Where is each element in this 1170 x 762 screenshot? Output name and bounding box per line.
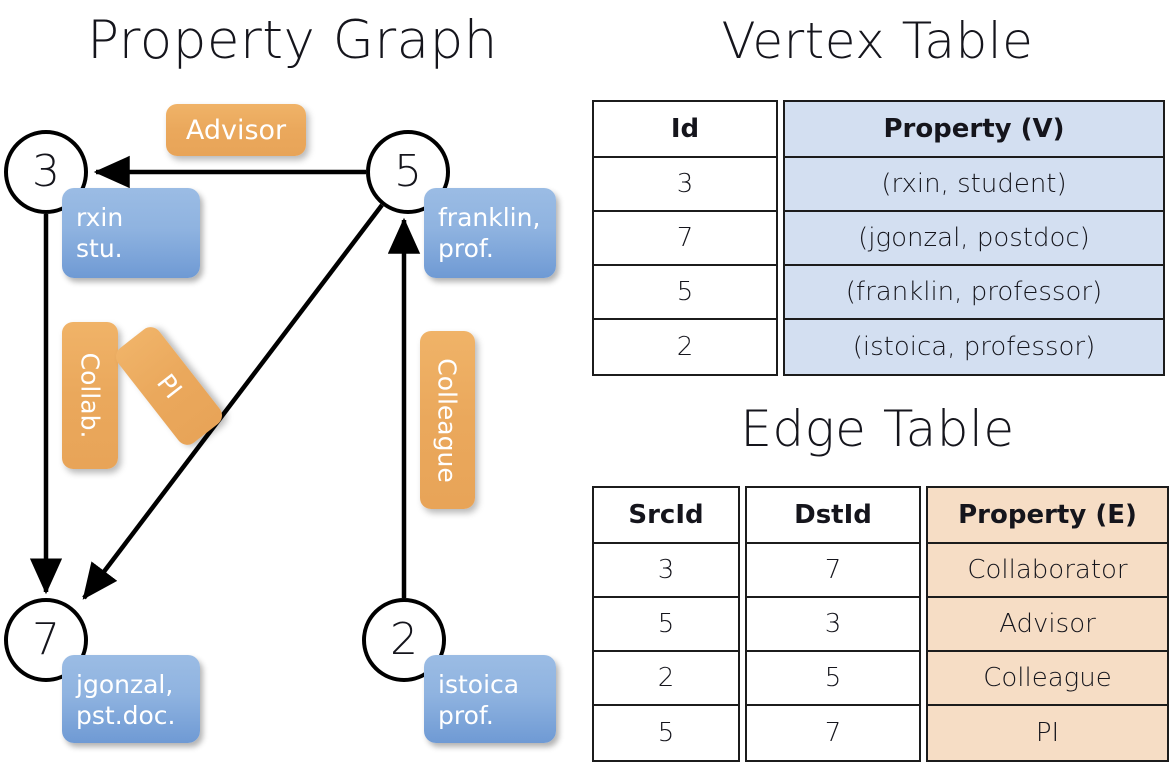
edge-table-column-property: Property (E) Collaborator Advisor Collea… xyxy=(926,486,1169,762)
edge-table-cell-property: Advisor xyxy=(928,598,1167,652)
graph-node-7-label: 7 xyxy=(32,614,60,665)
edge-table-cell-srcid: 3 xyxy=(594,544,738,598)
vertex-table-column-property: Property (V) (rxin, student) (jgonzal, p… xyxy=(783,100,1165,376)
edge-table-cell-property: Collaborator xyxy=(928,544,1167,598)
vertex-table-cell-property: (jgonzal, postdoc) xyxy=(785,212,1163,266)
vertex-table-cell-property: (franklin, professor) xyxy=(785,266,1163,320)
edge-table: SrcId 3 5 2 5 DstId 7 3 5 7 Property (E)… xyxy=(592,486,1169,762)
edge-table-column-dstid: DstId 7 3 5 7 xyxy=(745,486,921,762)
vertex-table-cell-id: 3 xyxy=(594,158,776,212)
node-property-box-istoica: istoica prof. xyxy=(424,655,556,743)
edge-arrow-5-to-7 xyxy=(82,203,384,600)
page-title-property-graph: Property Graph xyxy=(87,10,498,71)
vertex-table-header-property: Property (V) xyxy=(785,102,1163,158)
graph-node-5[interactable]: 5 xyxy=(366,130,450,214)
edge-table-cell-property: Colleague xyxy=(928,652,1167,706)
vertex-table-column-id: Id 3 7 5 2 xyxy=(592,100,778,376)
edge-label-badge-advisor-text: Advisor xyxy=(185,114,287,146)
edge-table-cell-srcid: 2 xyxy=(594,652,738,706)
vertex-table-cell-id: 5 xyxy=(594,266,776,320)
vertex-table: Id 3 7 5 2 Property (V) (rxin, student) … xyxy=(592,100,1165,376)
vertex-table-cell-id: 7 xyxy=(594,212,776,266)
graph-node-5-label: 5 xyxy=(394,146,422,197)
edge-table-cell-dstid: 7 xyxy=(747,544,919,598)
graph-node-3-label: 3 xyxy=(32,146,60,197)
edge-table-cell-property: PI xyxy=(928,706,1167,760)
graph-node-2-label: 2 xyxy=(390,614,418,665)
edge-label-badge-collab: Collab. xyxy=(62,322,118,469)
node-property-box-rxin: rxin stu. xyxy=(62,188,200,278)
edge-table-cell-srcid: 5 xyxy=(657,718,675,748)
edge-table-cell-dstid: 7 xyxy=(824,718,842,748)
edge-label-badge-colleague: Colleague xyxy=(420,331,475,509)
edge-table-header-srcid: SrcId xyxy=(594,488,738,544)
vertex-table-cell-id: 2 xyxy=(676,332,694,362)
page-title-vertex-table: Vertex Table xyxy=(721,12,1034,70)
vertex-table-cell-property: (istoica, professor) xyxy=(785,320,1163,374)
graph-node-2[interactable]: 2 xyxy=(362,598,446,682)
edge-label-badge-collab-text: Collab. xyxy=(75,352,105,439)
vertex-table-cell-property: (rxin, student) xyxy=(785,158,1163,212)
edge-label-badge-pi-text: PI xyxy=(150,368,188,404)
node-property-box-franklin: franklin, prof. xyxy=(424,188,556,278)
edge-table-header-dstid: DstId xyxy=(747,488,919,544)
edge-table-cell-dstid: 5 xyxy=(747,652,919,706)
edge-table-column-srcid: SrcId 3 5 2 5 xyxy=(592,486,740,762)
page-title-edge-table: Edge Table xyxy=(740,400,1015,458)
edge-label-badge-advisor: Advisor xyxy=(166,104,306,156)
edge-table-cell-srcid: 5 xyxy=(594,598,738,652)
graph-edge-arrows xyxy=(29,155,421,600)
property-graph-diagram: 3 5 7 2 rxin stu. franklin, prof. jgonza… xyxy=(0,0,585,760)
node-property-box-jgonzal: jgonzal, pst.doc. xyxy=(62,655,200,743)
vertex-table-header-id: Id xyxy=(594,102,776,158)
edge-table-cell-dstid: 3 xyxy=(747,598,919,652)
edge-table-header-property: Property (E) xyxy=(928,488,1167,544)
edge-label-badge-colleague-text: Colleague xyxy=(433,357,463,483)
